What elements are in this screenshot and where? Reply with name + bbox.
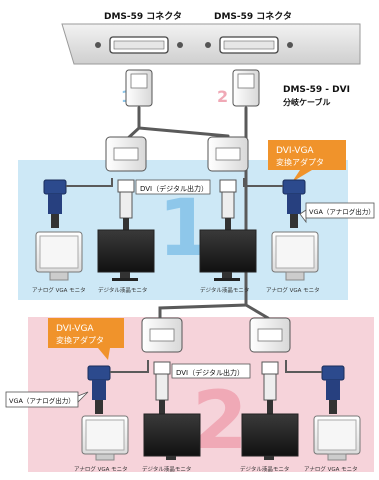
monitor-label-bottom-3: デジタル液晶モニタ [240,465,289,473]
monitor-label-bottom-1: アナログ VGA モニタ [74,465,128,473]
dms59-plug-1 [125,69,153,107]
dvi-tip-top-2 [219,179,237,230]
callout-vga-top: VGA（アナログ出力） [299,202,375,224]
dms59-port-2 [205,36,293,54]
connector-label-1: DMS-59 コネクタ [104,10,182,22]
monitor-label-top-2: デジタル液晶モニタ [98,286,147,294]
callout-dvi-top-text: DVI（デジタル出力） [140,184,208,193]
callout-vga-bottom: VGA（アナログ出力） [5,391,89,408]
graphics-card-bracket [61,23,361,65]
cable-title-line1: DMS-59 - DVI [283,85,350,95]
dms59-port-1 [95,36,183,54]
callout-vga-top-text: VGA（アナログ出力） [309,207,375,216]
dvi-tip-bottom-1 [153,361,171,414]
connector-label-2: DMS-59 コネクタ [214,10,292,22]
adapter-label-bottom-line1: DVI-VGA [56,324,94,334]
callout-dvi-bottom-text: DVI（デジタル出力） [176,368,244,377]
lcd-monitor-top-3 [199,229,257,281]
dvi-split-head-1b [207,136,249,172]
adapter-label-bottom-line2: 変換アダプタ [56,335,104,345]
zone-2-number: 2 [192,374,248,467]
monitor-label-top-1: アナログ VGA モニタ [32,286,86,294]
monitor-label-bottom-4: アナログ VGA モニタ [304,465,358,473]
dms59-plug-2 [232,69,260,107]
adapter-label-top-line2: 変換アダプタ [276,157,324,167]
monitor-label-top-3: デジタル液晶モニタ [200,286,249,294]
dvi-split-head-2a [141,317,183,353]
lcd-monitor-bottom-3 [241,413,299,460]
vga-adapter-top-left [43,179,67,228]
monitor-label-bottom-2: デジタル液晶モニタ [142,465,191,473]
callout-dvi-bottom: DVI（デジタル出力） [171,363,251,379]
dvi-tip-bottom-2 [261,361,279,414]
crt-monitor-bottom-1 [81,415,129,461]
monitor-label-top-4: アナログ VGA モニタ [266,286,320,294]
dvi-split-head-2b [249,317,291,353]
dvi-tip-top-1 [117,179,135,230]
callout-vga-bottom-text: VGA（アナログ出力） [9,396,75,405]
lcd-monitor-bottom-2 [143,413,201,460]
dvi-split-head-1a [105,136,147,172]
crt-monitor-top-4 [271,231,319,281]
crt-monitor-top-1 [35,231,83,281]
lcd-monitor-top-2 [97,229,155,281]
crt-monitor-bottom-4 [313,415,361,461]
cables [124,106,270,320]
vga-adapter-top-right [282,179,306,228]
adapter-links-bottom [110,360,322,373]
adapter-label-bottom: DVI-VGA 変換アダプタ [48,318,124,360]
callout-dvi-top: DVI（デジタル出力） [135,179,211,195]
cable-title-line2: 分岐ケーブル [283,97,331,107]
adapter-label-top: DVI-VGA 変換アダプタ [268,140,346,182]
adapter-links-top [66,178,283,187]
adapter-label-top-line1: DVI-VGA [276,146,314,156]
port-2-number: 2 [217,87,228,106]
